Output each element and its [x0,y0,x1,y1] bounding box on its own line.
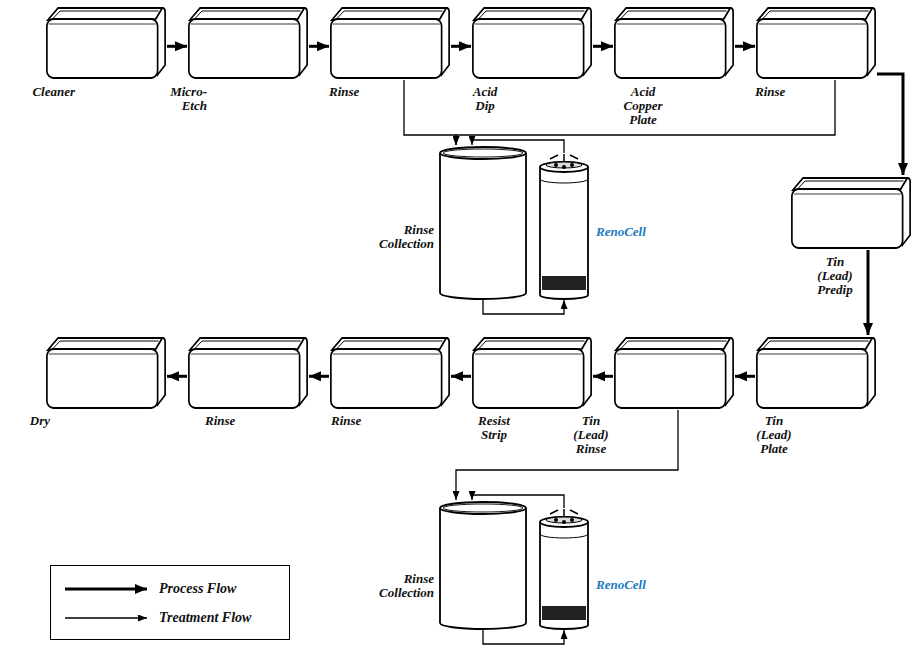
stage-label: Cleaner [0,85,75,99]
tank-outline [329,5,451,80]
renocell-unit: RenoCell [538,508,590,630]
stage-label: Acid Dip [466,85,504,113]
stage-label: Resist Strip [471,414,517,442]
process-flow-arrow [867,250,870,335]
stage-label: Rinse [755,85,805,99]
process-flow-arrow [167,45,187,48]
tank-outline [613,335,735,410]
process-tank: Acid Dip [471,5,593,80]
process-flow-arrow [593,45,613,48]
renocell-unit [538,508,590,630]
process-flow-arrow [735,375,755,378]
collection-tank [438,145,528,300]
rinse-tank: Rinse [329,335,451,410]
stage-label: Rinse [205,414,255,428]
tank-outline [790,175,912,250]
legend-box: Process FlowTreatment Flow [50,565,290,640]
process-flow-arrow [451,375,471,378]
process-tank: Tin (Lead) Predip [790,175,912,250]
stage-label: Tin (Lead) Plate [749,414,799,456]
tank-outline [755,335,877,410]
treatment-flow-arrow [483,300,564,314]
process-flow-arrow [593,375,613,378]
process-flow-arrow [309,45,329,48]
tank-outline [45,335,167,410]
treatment-flow-arrow [456,410,678,500]
rinse-tank: Rinse [187,335,309,410]
renocell-unit: RenoCell [538,153,590,300]
process-flow-arrow [877,74,903,175]
tank-outline [471,335,593,410]
stage-label: RenoCell [596,225,676,239]
collection-tank [438,500,528,630]
stage-label: Rinse Collection [372,223,434,251]
stage-label: RenoCell [596,578,676,592]
tank-outline [187,335,309,410]
rinse-collection-tank: Rinse Collection [438,145,528,300]
process-tank: Acid Copper Plate [613,5,735,80]
stage-label: Tin (Lead) Predip [810,255,860,297]
tank-outline [187,5,309,80]
tank-outline [755,5,877,80]
tank-outline [471,5,593,80]
treatment-flow-arrow [404,80,456,145]
stage-label: Rinse [331,414,381,428]
tank-outline [329,335,451,410]
process-tank: Micro- Etch [187,5,309,80]
treatment-flow-arrow [483,630,564,644]
rinse-tank: Rinse [329,5,451,80]
renocell-unit [538,153,590,300]
stage-label: Tin (Lead) Rinse [567,414,615,456]
process-flow-arrow [309,375,329,378]
legend-samples [51,566,289,639]
tank-outline [613,5,735,80]
legend-text: Treatment Flow [159,610,251,626]
stage-label: Acid Copper Plate [617,85,669,127]
rinse-tank: Tin (Lead) Rinse [613,335,735,410]
stage-label: Dry [20,414,50,428]
stage-label: Micro- Etch [152,85,207,113]
stage-label: Rinse [329,85,379,99]
treatment-flow-arrow [456,80,835,145]
process-flow-arrow [735,45,755,48]
legend-text: Process Flow [159,581,236,597]
tank-outline [45,5,167,80]
process-tank: Resist Strip [471,335,593,410]
process-flow-arrow [451,45,471,48]
process-flow-arrow [167,375,187,378]
process-tank: Cleaner [45,5,167,80]
process-tank: Tin (Lead) Plate [755,335,877,410]
stage-label: Rinse Collection [372,572,434,600]
rinse-tank: Rinse [755,5,877,80]
dryer-tank: Dry [45,335,167,410]
rinse-collection-tank: Rinse Collection [438,500,528,630]
